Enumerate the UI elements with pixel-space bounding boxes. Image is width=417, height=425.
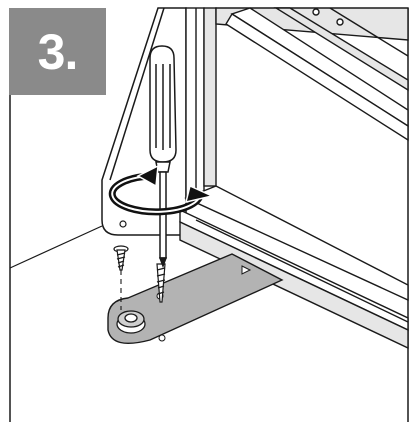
mounting-plate-icon <box>107 253 284 344</box>
cabinet-frame <box>179 7 409 350</box>
panel-screw-hole <box>119 220 127 228</box>
screw-icon <box>113 245 129 271</box>
rotate-clockwise-icon <box>108 164 215 216</box>
step-number-badge: 3. <box>9 8 106 95</box>
roller-icon <box>116 310 146 334</box>
upper-rails <box>215 7 409 142</box>
